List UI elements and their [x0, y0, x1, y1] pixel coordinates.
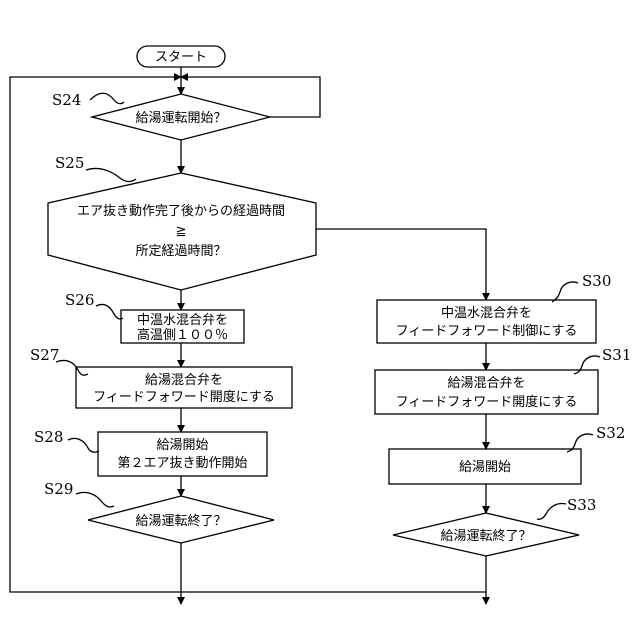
step-s29: 給湯運転終了？ S29: [44, 480, 274, 543]
decision-s25-line3: 所定経過時間？: [135, 244, 226, 259]
process-s27-line1: 給湯混合弁を: [145, 373, 223, 388]
step-s24: 給湯運転開始？ S24: [52, 91, 270, 140]
step-s32: 給湯開始 S32: [389, 424, 625, 484]
leader-s24: [90, 93, 124, 103]
process-s26-line2: 高温側１００％: [137, 327, 228, 343]
decision-s33-text: 給湯運転終了？: [440, 528, 531, 544]
step-label-s26: S26: [65, 291, 94, 309]
step-label-s30: S30: [582, 272, 611, 290]
step-label-s32: S32: [596, 424, 625, 442]
decision-s29-text: 給湯運転終了？: [135, 513, 226, 529]
step-s31: 給湯混合弁を フィードフォワード開度にする S31: [375, 346, 631, 414]
start-terminal: スタート: [137, 46, 225, 67]
step-s28: 給湯開始 第２エア抜き動作開始 S28: [34, 428, 267, 476]
start-label: スタート: [155, 50, 207, 65]
leader-s26: [96, 304, 123, 319]
process-s30-line1: 中温水混合弁を: [441, 306, 532, 321]
step-label-s29: S29: [44, 480, 73, 498]
process-s28-line1: 給湯開始: [156, 438, 208, 453]
step-s27: 給湯混合弁を フィードフォワード開度にする S27: [30, 346, 292, 408]
step-label-s28: S28: [34, 428, 63, 446]
process-s31-line2: フィードフォワード開度にする: [396, 394, 578, 410]
leader-s28: [68, 438, 99, 452]
leader-s33: [537, 503, 566, 519]
step-s26: 中温水混合弁を 高温側１００％ S26: [65, 291, 244, 343]
step-label-s25: S25: [55, 154, 84, 172]
leader-s30: [552, 282, 578, 302]
process-s30-line2: フィードフォワード制御にする: [396, 324, 578, 339]
step-label-s31: S31: [602, 346, 631, 364]
process-s28-line2: 第２エア抜き動作開始: [117, 455, 247, 471]
leader-s25: [86, 168, 136, 181]
step-label-s27: S27: [30, 346, 59, 364]
process-s31-line1: 給湯混合弁を: [447, 376, 525, 391]
process-s26-line1: 中温水混合弁を: [137, 313, 228, 328]
process-s27-line2: フィードフォワード開度にする: [93, 389, 275, 405]
step-label-s33: S33: [567, 496, 596, 514]
step-label-s24: S24: [52, 91, 81, 109]
decision-s24-text: 給湯運転開始？: [135, 111, 226, 126]
leader-s29: [76, 492, 114, 507]
decision-s25-line1: エア抜き動作完了後からの経過時間: [77, 203, 285, 219]
arrow-s25-to-s30: [316, 229, 486, 300]
process-s32-text: 給湯開始: [459, 460, 511, 475]
step-s30: 中温水混合弁を フィードフォワード制御にする S30: [377, 272, 611, 343]
step-s33: 給湯運転終了？ S33: [393, 496, 596, 556]
step-s25: エア抜き動作完了後からの経過時間 ≧ 所定経過時間？ S25: [48, 154, 316, 290]
decision-s25-line2: ≧: [176, 224, 187, 239]
